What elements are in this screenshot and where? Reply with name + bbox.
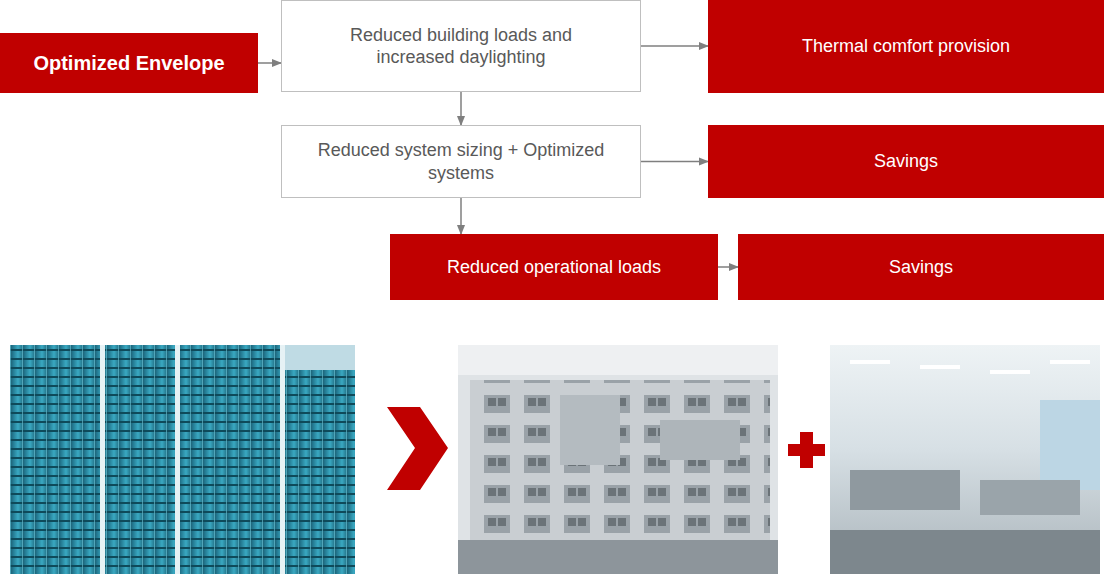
box-text: Reduced system sizing + Optimized system… xyxy=(312,139,610,184)
outcome-box: Savings xyxy=(738,234,1104,300)
flow-arrow xyxy=(718,266,738,268)
building-photo xyxy=(10,345,355,574)
result-box: Reduced operational loads xyxy=(390,234,718,300)
process-box: Reduced building loads and increased day… xyxy=(281,0,641,92)
input-box: Optimized Envelope xyxy=(0,33,258,93)
flow-arrow xyxy=(641,161,708,163)
office-photo xyxy=(830,345,1100,574)
outcome-box: Savings xyxy=(708,125,1104,198)
flow-arrow xyxy=(460,92,462,125)
flow-arrow xyxy=(460,198,462,234)
outcome-box: Thermal comfort provision xyxy=(708,0,1104,93)
box-text: Reduced operational loads xyxy=(447,256,661,279)
box-text: Savings xyxy=(874,150,938,173)
flow-arrow xyxy=(641,45,708,47)
chevron-arrow xyxy=(387,407,448,490)
box-text: Optimized Envelope xyxy=(33,51,224,76)
process-box: Reduced system sizing + Optimized system… xyxy=(281,125,641,198)
flow-arrow xyxy=(258,62,281,64)
box-text: Savings xyxy=(889,256,953,279)
box-text: Reduced building loads and increased day… xyxy=(312,24,610,69)
box-text: Thermal comfort provision xyxy=(802,35,1010,58)
rooftop-photo xyxy=(458,345,778,574)
plus-sign xyxy=(788,432,825,468)
